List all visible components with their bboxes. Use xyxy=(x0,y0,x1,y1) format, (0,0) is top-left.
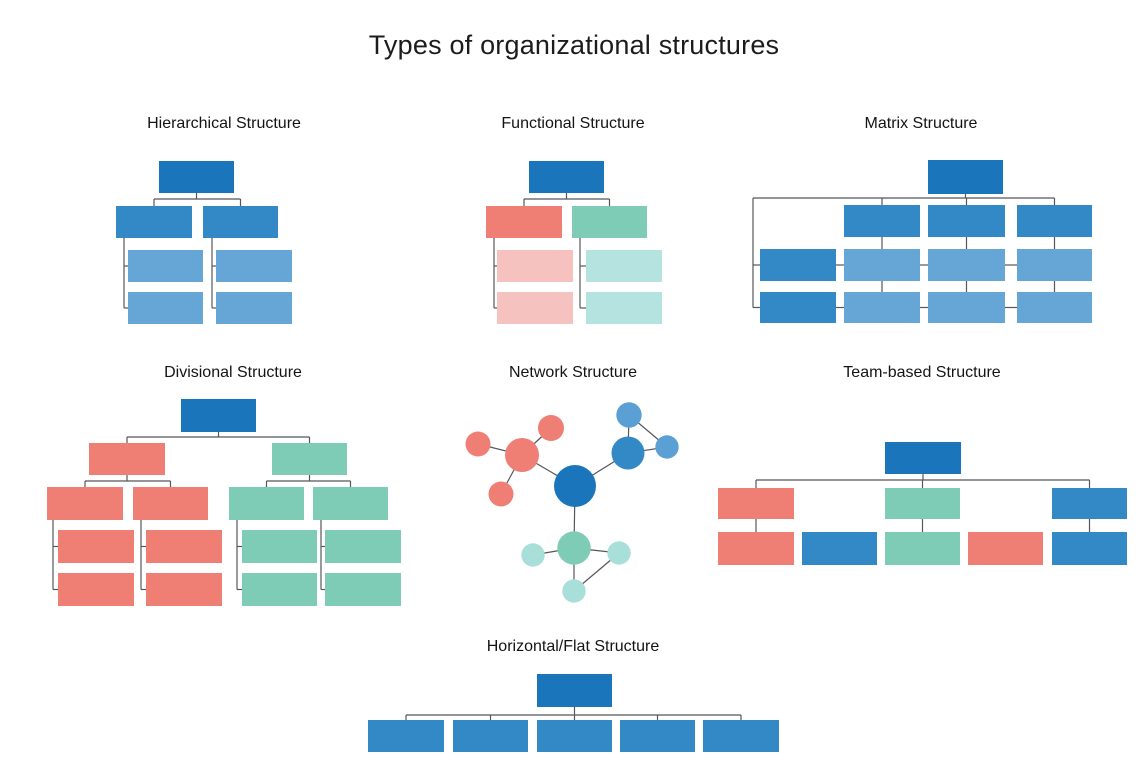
matrix-node-4 xyxy=(1017,205,1092,237)
divisional-node-4 xyxy=(47,487,123,520)
team-based-node-3 xyxy=(885,488,960,519)
horizontal-flat-node-4 xyxy=(537,720,612,752)
functional-node-3 xyxy=(572,206,647,238)
network-node-1 xyxy=(554,465,596,507)
network-node-3 xyxy=(538,415,564,441)
divisional-node-7 xyxy=(313,487,388,520)
hierarchical-node-1 xyxy=(159,161,234,193)
network-node-8 xyxy=(655,435,679,459)
matrix-node-8 xyxy=(1017,249,1092,281)
network-node-7 xyxy=(616,402,642,428)
diagram-divisional xyxy=(47,399,401,606)
hierarchical-node-2 xyxy=(116,206,192,238)
diagram-title-divisional: Divisional Structure xyxy=(164,364,302,381)
divisional-node-14 xyxy=(325,530,401,563)
diagram-title-functional: Functional Structure xyxy=(501,115,645,132)
divisional-node-11 xyxy=(146,573,222,606)
diagram-horizontal-flat xyxy=(368,674,779,752)
team-based-node-6 xyxy=(802,532,877,565)
hierarchical-node-6 xyxy=(216,250,292,282)
team-based-node-5 xyxy=(718,532,794,565)
team-based-node-9 xyxy=(1052,532,1127,565)
diagram-title-team-based: Team-based Structure xyxy=(843,364,1001,381)
horizontal-flat-node-6 xyxy=(703,720,779,752)
functional-node-6 xyxy=(586,250,662,282)
network-node-5 xyxy=(488,481,514,507)
network-node-2 xyxy=(505,438,539,472)
matrix-node-9 xyxy=(760,292,836,323)
divisional-node-6 xyxy=(229,487,304,520)
network-node-9 xyxy=(557,531,591,565)
hierarchical-node-4 xyxy=(128,250,203,282)
matrix-node-12 xyxy=(1017,292,1092,323)
horizontal-flat-node-1 xyxy=(537,674,612,707)
matrix-node-7 xyxy=(928,249,1005,281)
matrix-node-5 xyxy=(760,249,836,281)
page-title: Types of organizational structures xyxy=(368,30,780,60)
network-node-6 xyxy=(611,436,645,470)
functional-node-4 xyxy=(497,250,573,282)
diagram-title-hierarchical: Hierarchical Structure xyxy=(147,115,301,132)
matrix-node-1 xyxy=(928,160,1003,194)
horizontal-flat-node-3 xyxy=(453,720,528,752)
divisional-node-3 xyxy=(272,443,347,475)
matrix-node-6 xyxy=(844,249,920,281)
diagram-title-matrix: Matrix Structure xyxy=(864,115,978,132)
divisional-node-9 xyxy=(58,573,134,606)
divisional-node-15 xyxy=(325,573,401,606)
diagram-title-network: Network Structure xyxy=(508,364,638,381)
diagram-matrix xyxy=(752,160,1092,323)
matrix-node-2 xyxy=(844,205,920,237)
matrix-node-3 xyxy=(928,205,1005,237)
team-based-node-8 xyxy=(968,532,1043,565)
diagram-title-horizontal-flat: Horizontal/Flat Structure xyxy=(486,638,660,655)
hierarchical-node-7 xyxy=(216,292,292,324)
divisional-node-5 xyxy=(133,487,208,520)
diagram-network xyxy=(465,402,679,603)
diagram-functional xyxy=(486,161,662,324)
horizontal-flat-node-2 xyxy=(368,720,444,752)
team-based-node-4 xyxy=(1052,488,1127,519)
divisional-node-1 xyxy=(181,399,256,432)
network-node-12 xyxy=(562,579,586,603)
hierarchical-node-3 xyxy=(203,206,278,238)
network-node-11 xyxy=(607,541,631,565)
divisional-node-10 xyxy=(146,530,222,563)
divisional-node-13 xyxy=(242,573,317,606)
matrix-node-11 xyxy=(928,292,1005,323)
functional-node-7 xyxy=(586,292,662,324)
matrix-node-10 xyxy=(844,292,920,323)
network-node-10 xyxy=(521,543,545,567)
team-based-node-7 xyxy=(885,532,960,565)
horizontal-flat-node-5 xyxy=(620,720,695,752)
functional-node-2 xyxy=(486,206,562,238)
divisional-node-8 xyxy=(58,530,134,563)
team-based-node-2 xyxy=(718,488,794,519)
divisional-node-2 xyxy=(89,443,165,475)
divisional-node-12 xyxy=(242,530,317,563)
team-based-node-1 xyxy=(885,442,961,474)
functional-node-5 xyxy=(497,292,573,324)
hierarchical-node-5 xyxy=(128,292,203,324)
functional-node-1 xyxy=(529,161,604,193)
diagram-team-based xyxy=(718,442,1127,565)
diagram-hierarchical xyxy=(116,161,292,324)
network-node-4 xyxy=(465,431,491,457)
